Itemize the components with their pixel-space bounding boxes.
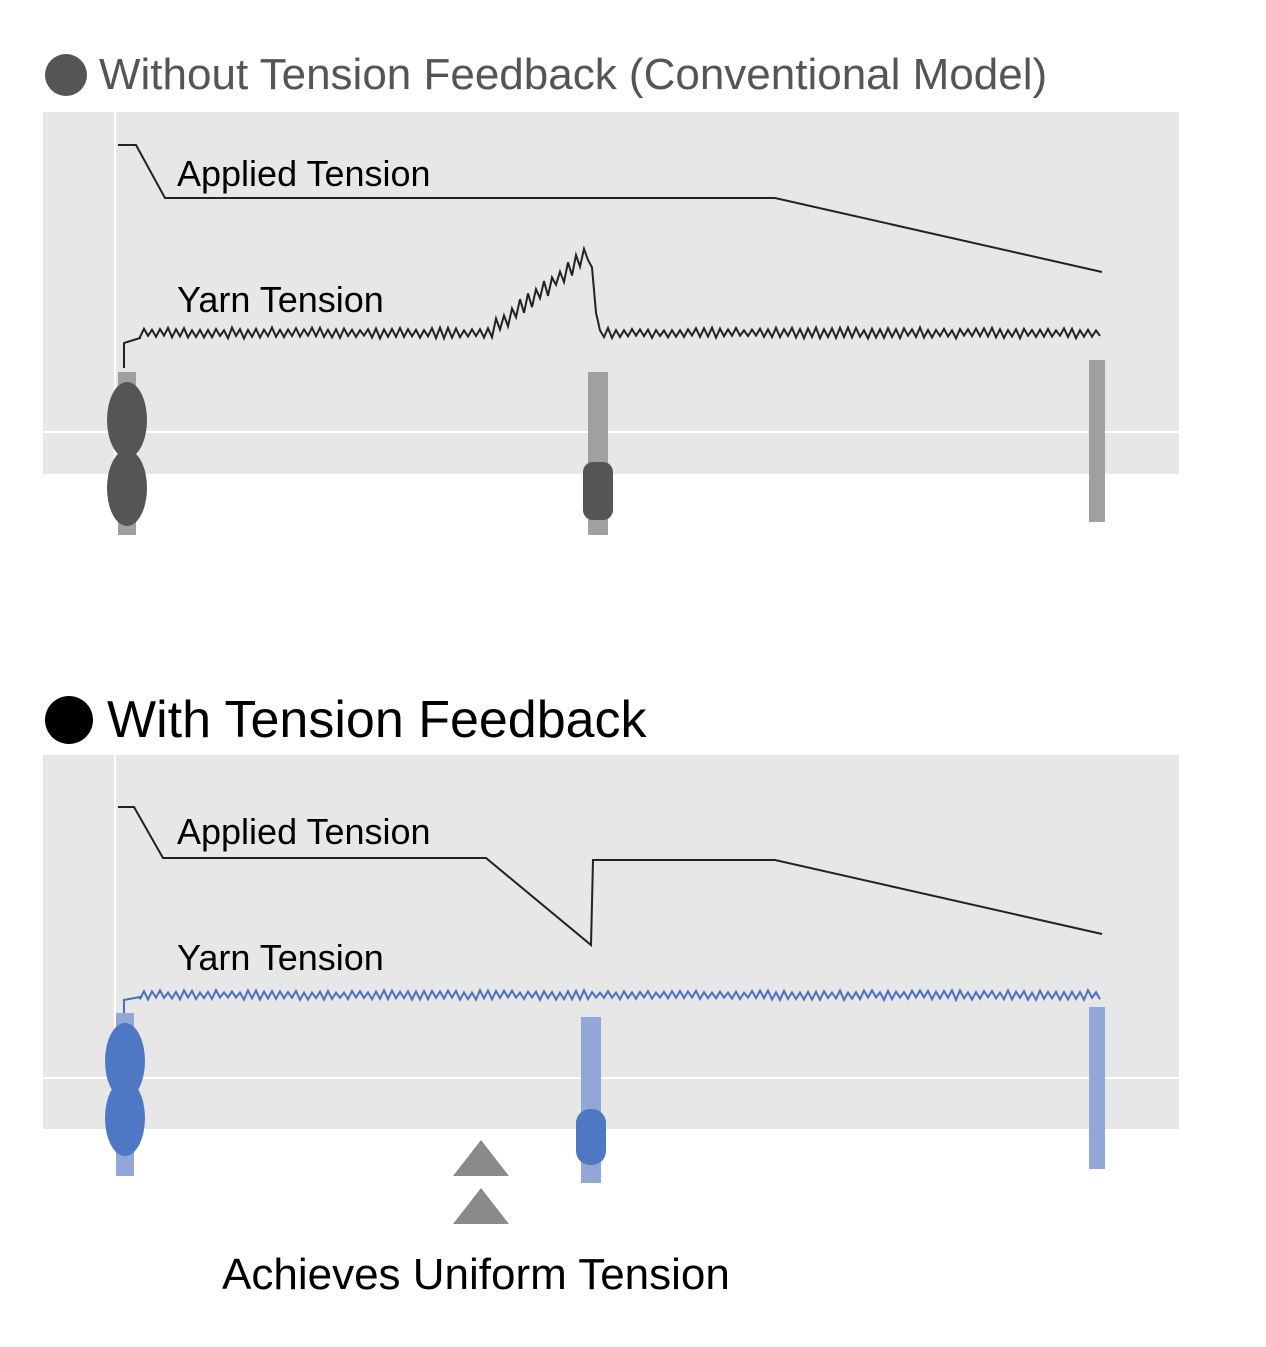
bobbin-icon: [107, 450, 147, 526]
bobbin-icon: [105, 1023, 145, 1099]
up-arrows-icon: [453, 1140, 509, 1224]
bullet-dot-icon: [45, 696, 93, 744]
conventional-diagram: Applied Tension Yarn Tension: [43, 112, 1179, 535]
applied-tension-label: Applied Tension: [177, 153, 431, 194]
feedback-heading: With Tension Feedback: [45, 690, 647, 750]
bobbin-rod: [1089, 1007, 1105, 1169]
diagram-background: [43, 755, 1179, 1129]
caption: Achieves Uniform Tension: [222, 1250, 730, 1299]
yarn-tension-line: [123, 987, 1101, 1013]
conventional-heading: Without Tension Feedback (Conventional M…: [45, 50, 1047, 100]
feedback-heading-text: With Tension Feedback: [107, 691, 647, 749]
bullet-dot-icon: [45, 54, 87, 96]
bobbin-icon: [105, 1080, 145, 1156]
diagram-background: [43, 112, 1179, 474]
up-arrow-icon: [453, 1140, 509, 1176]
bobbin-icon: [576, 1109, 606, 1165]
bobbin-rod: [1089, 360, 1105, 522]
applied-tension-line: [118, 806, 1103, 948]
bobbin-icon: [583, 462, 613, 520]
bobbin-icon: [107, 382, 147, 458]
conventional-heading-text: Without Tension Feedback (Conventional M…: [99, 50, 1048, 99]
applied-tension-line: [118, 144, 1103, 273]
up-arrow-icon: [453, 1188, 509, 1224]
yarn-tension-line: [123, 245, 1101, 368]
yarn-tension-label: Yarn Tension: [177, 279, 384, 320]
yarn-tension-label: Yarn Tension: [177, 937, 384, 978]
applied-tension-label: Applied Tension: [177, 811, 431, 852]
feedback-diagram: Applied Tension Yarn Tension: [43, 755, 1179, 1183]
